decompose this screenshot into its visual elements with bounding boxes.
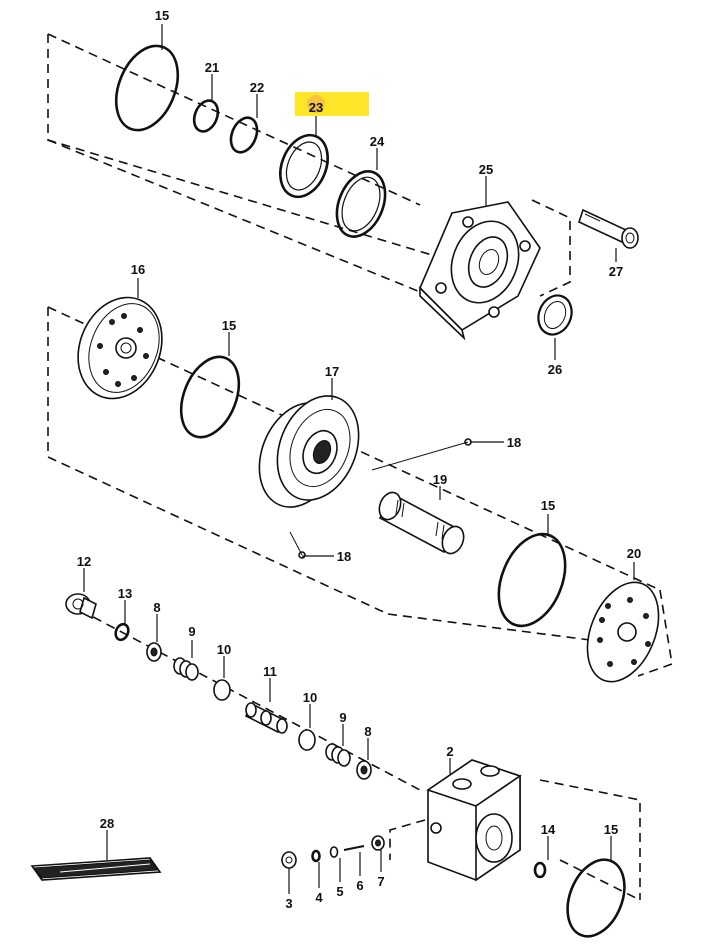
callout-8: 8 — [364, 724, 371, 739]
o-ring-13 — [114, 622, 130, 642]
seal-ring-24 — [335, 170, 387, 238]
wear-plate-20 — [586, 581, 660, 683]
callout-12: 12 — [77, 554, 91, 569]
callout-4: 4 — [315, 890, 323, 905]
flange-housing-25 — [419, 201, 541, 341]
highlight-dot — [307, 95, 325, 113]
ball-6 — [329, 846, 339, 858]
o-ring-15-bottom — [566, 858, 626, 938]
callout-9: 9 — [339, 710, 346, 725]
o-ring-15-top — [114, 44, 180, 132]
nameplate-28 — [30, 857, 162, 881]
callout-10: 10 — [217, 642, 231, 657]
seal-26 — [537, 294, 573, 336]
seat-8-b — [356, 760, 372, 780]
drive-shaft-19 — [378, 491, 465, 555]
callout-11: 11 — [263, 664, 277, 679]
callout-6: 6 — [356, 878, 363, 893]
leader-18-lower — [289, 531, 303, 556]
callout-15: 15 — [155, 8, 169, 23]
screw-3 — [281, 851, 297, 869]
callout-22: 22 — [250, 80, 264, 95]
callout-5: 5 — [336, 884, 343, 899]
bottom-assembly-frame — [79, 609, 641, 901]
gerotor-17 — [258, 395, 360, 508]
o-ring-15-lower — [497, 532, 567, 628]
callout-16: 16 — [131, 262, 145, 277]
callout-15: 15 — [541, 498, 555, 513]
ring-21 — [192, 99, 220, 133]
callout-15: 15 — [222, 318, 236, 333]
o-ring-14 — [533, 861, 547, 879]
callout-19: 19 — [433, 472, 447, 487]
callout-17: 17 — [325, 364, 339, 379]
callout-10: 10 — [303, 690, 317, 705]
callout-7: 7 — [377, 874, 384, 889]
spring-9-a — [173, 657, 199, 681]
leader-18-upper — [371, 441, 469, 471]
callout-27: 27 — [609, 264, 623, 279]
callout-8: 8 — [153, 600, 160, 615]
highlight-marker — [295, 92, 369, 116]
ball-10-b — [298, 729, 316, 751]
bolt-27 — [578, 208, 639, 249]
valve-housing-2 — [426, 759, 522, 882]
callout-21: 21 — [205, 60, 219, 75]
leader-lines — [83, 24, 635, 894]
ring-22 — [229, 116, 259, 154]
fitting-7 — [371, 835, 385, 851]
o-ring-15-middle — [179, 355, 241, 439]
callout-9: 9 — [188, 624, 195, 639]
plug-12 — [65, 593, 97, 620]
callout-25: 25 — [479, 162, 493, 177]
ball-10-a — [213, 679, 231, 701]
spool-11 — [244, 702, 288, 734]
callout-2: 2 — [446, 744, 453, 759]
callout-3: 3 — [285, 896, 292, 911]
callout-labels: 15 21 22 23 24 25 27 26 16 15 17 18 19 1… — [77, 8, 641, 911]
callout-24: 24 — [370, 134, 385, 149]
seat-8-a — [146, 642, 162, 662]
wave-washer-23 — [279, 133, 329, 199]
callout-20: 20 — [627, 546, 641, 561]
callout-18: 18 — [507, 435, 521, 450]
valve-plate-16 — [77, 296, 163, 400]
callout-18: 18 — [337, 549, 351, 564]
callout-28: 28 — [100, 816, 114, 831]
spring-9-b — [325, 743, 351, 767]
callout-23: 23 — [309, 100, 323, 115]
callout-14: 14 — [541, 822, 556, 837]
top-assembly-frame — [47, 33, 571, 297]
callout-15: 15 — [604, 822, 618, 837]
spring-5 — [343, 845, 365, 851]
callout-26: 26 — [548, 362, 562, 377]
washer-4 — [311, 849, 321, 863]
callout-13: 13 — [118, 586, 132, 601]
